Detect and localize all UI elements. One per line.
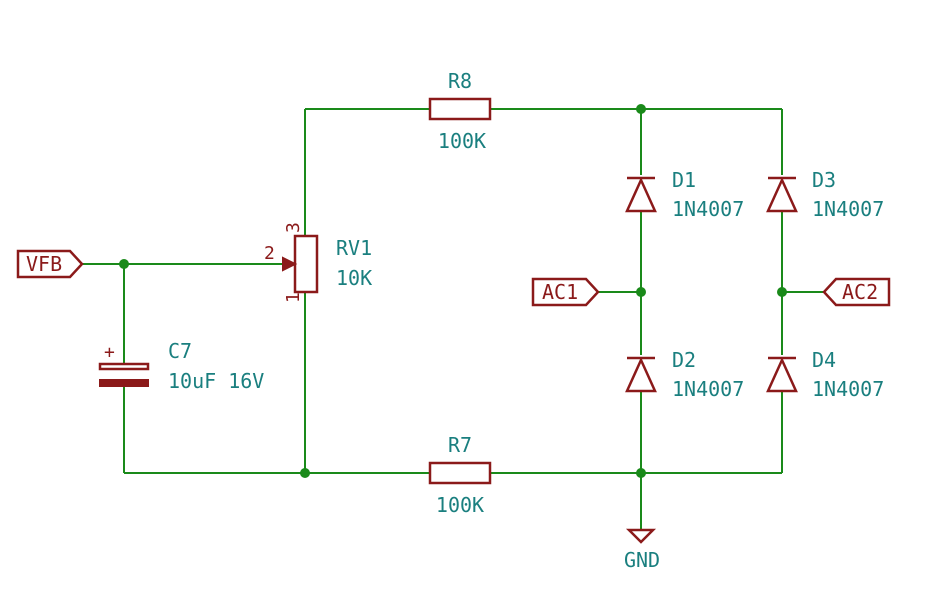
d4-value: 1N4007 [812, 377, 884, 401]
r8-value: 100K [438, 129, 486, 153]
junction-bottom-left [300, 468, 310, 478]
junctions [119, 104, 787, 478]
c7-reference: C7 [168, 339, 192, 363]
capacitor-c7[interactable]: + C7 10uF 16V [98, 339, 264, 393]
d1-triangle-icon [625, 176, 657, 213]
port-ac1-flag-icon [531, 277, 600, 307]
d2-value: 1N4007 [672, 377, 744, 401]
port-ac1-label: AC1 [542, 280, 578, 304]
r7-reference: R7 [448, 433, 472, 457]
diode-d1[interactable]: D1 1N4007 [625, 168, 744, 221]
rv1-value: 10K [336, 266, 372, 290]
d4-reference: D4 [812, 348, 836, 372]
port-vfb[interactable]: VFB [16, 249, 84, 279]
d2-reference: D2 [672, 348, 696, 372]
potentiometer-rv1[interactable]: 2 3 1 RV1 10K [264, 222, 372, 303]
d1-value: 1N4007 [672, 197, 744, 221]
diode-d3[interactable]: D3 1N4007 [766, 168, 884, 221]
rv1-pin2-number: 2 [264, 243, 275, 264]
rv1-reference: RV1 [336, 236, 372, 260]
ground-label: GND [624, 548, 660, 572]
rv1-pin1-number: 1 [283, 292, 304, 303]
c7-plus-sign: + [104, 342, 115, 363]
port-ac2[interactable]: AC2 [822, 277, 891, 307]
ground-symbol[interactable]: GND [624, 528, 660, 572]
diode-d4[interactable]: D4 1N4007 [766, 348, 884, 401]
junction-bottom-bridge [636, 468, 646, 478]
d3-triangle-icon [766, 176, 798, 213]
port-ac2-flag-icon [822, 277, 891, 307]
rv1-wiper-arrow-icon [282, 256, 298, 272]
r7-value: 100K [436, 493, 484, 517]
junction-vfb [119, 259, 129, 269]
port-vfb-label: VFB [26, 252, 62, 276]
d1-reference: D1 [672, 168, 696, 192]
resistor-r7[interactable]: R7 100K [428, 433, 492, 517]
diode-d2[interactable]: D2 1N4007 [625, 348, 744, 401]
potentiometer-rv1-body [293, 234, 319, 294]
junction-top-bridge [636, 104, 646, 114]
d4-triangle-icon [766, 356, 798, 393]
c7-negative-plate [99, 379, 149, 387]
ground-icon [625, 528, 657, 544]
junction-ac1 [636, 287, 646, 297]
r8-reference: R8 [448, 69, 472, 93]
port-vfb-flag-icon [16, 249, 84, 279]
c7-positive-plate [98, 362, 150, 371]
rv1-pin3-number: 3 [283, 222, 304, 233]
c7-value: 10uF 16V [168, 369, 264, 393]
resistor-r7-body [428, 461, 492, 485]
d3-reference: D3 [812, 168, 836, 192]
junction-ac2 [777, 287, 787, 297]
port-ac1[interactable]: AC1 [531, 277, 600, 307]
d2-triangle-icon [625, 356, 657, 393]
resistor-r8[interactable]: R8 100K [428, 69, 492, 153]
d3-value: 1N4007 [812, 197, 884, 221]
wires [82, 108, 824, 530]
resistor-r8-body [428, 97, 492, 121]
port-ac2-label: AC2 [842, 280, 878, 304]
